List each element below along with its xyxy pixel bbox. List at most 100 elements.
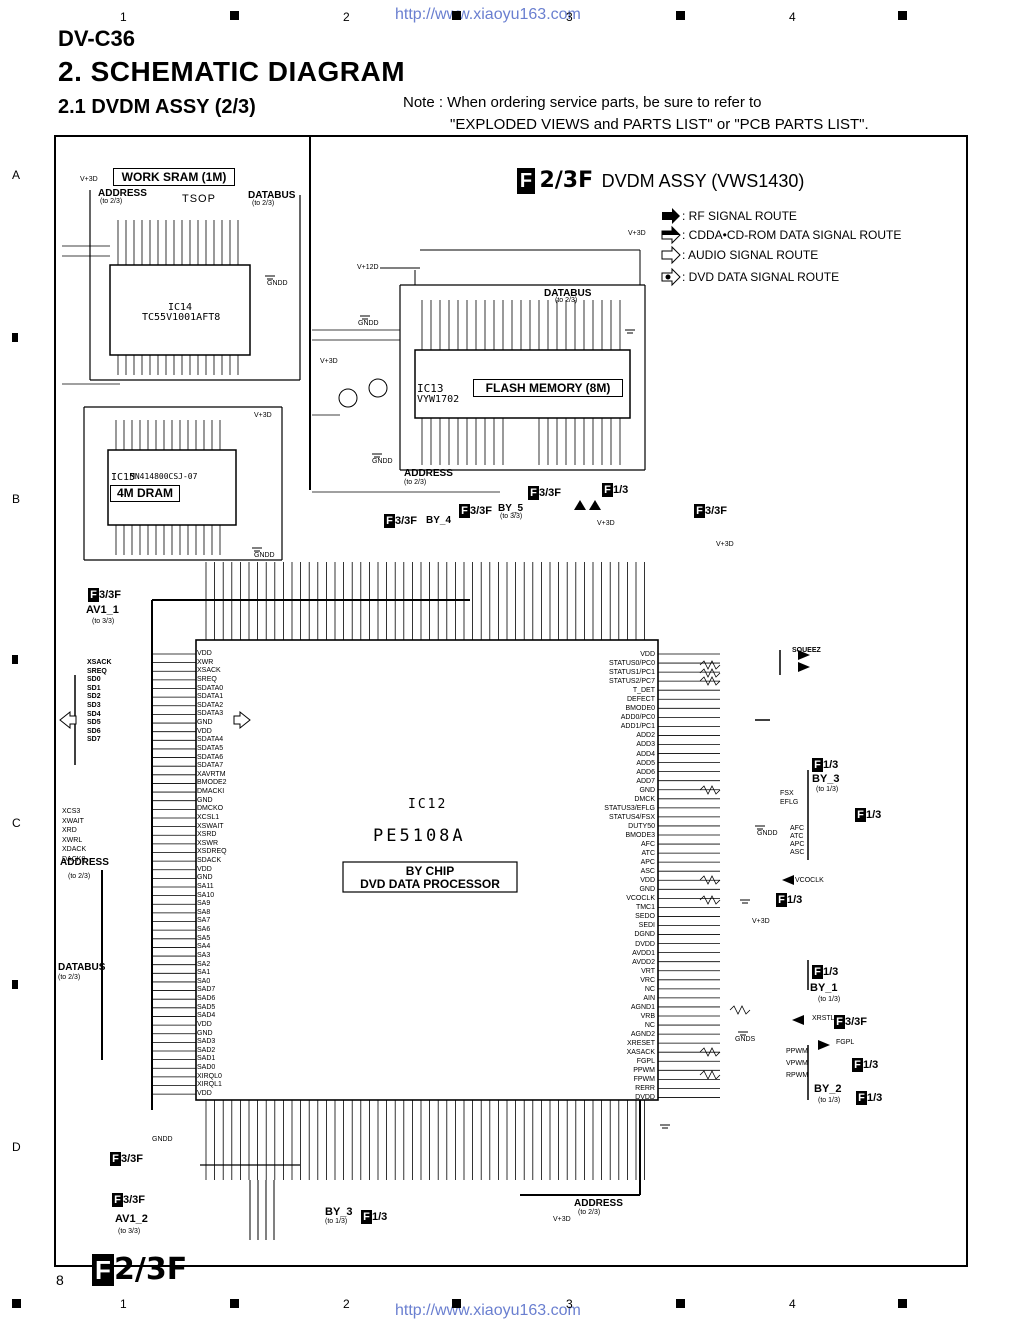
signal-afc: AFC <box>790 825 804 832</box>
power-gndd-sram: GNDD <box>267 280 288 287</box>
legend-icons <box>661 208 681 287</box>
f-badge-icon: F <box>776 893 787 907</box>
sram-block-label: WORK SRAM (1M) <box>113 168 235 186</box>
ic14-ref: IC14 <box>168 302 193 313</box>
assy-name: DVDM ASSY (VWS1430) <box>601 171 805 191</box>
connector-by3-bottom: BY_3 <box>325 1206 353 1218</box>
ic12-right-pin: BMODE0 <box>625 705 655 713</box>
ic12-left-pin: SA3 <box>197 951 211 959</box>
legend-audio: : AUDIO SIGNAL ROUTE <box>682 248 819 262</box>
ic12-right-pin: AGND2 <box>630 1030 655 1038</box>
grid-col-3: 3 <box>566 10 573 24</box>
signal-asc: ASC <box>790 849 805 856</box>
page-number: 8 <box>56 1272 64 1288</box>
flash-block-label: FLASH MEMORY (8M) <box>473 379 623 397</box>
ic12-left-pin: VDD <box>197 727 212 735</box>
ic12-right-pin: DMCK <box>634 795 655 803</box>
ic12-right-pin: ADD1/PC1 <box>620 723 655 731</box>
ic13-part: VYW1702 <box>417 394 460 405</box>
signal-fgpl: FGPL <box>836 1039 855 1046</box>
ic12-left-pin: SREQ <box>197 675 217 683</box>
databus-to-flash: (to 2/3) <box>555 297 578 304</box>
connector-by1-to: (to 1/3) <box>818 996 841 1003</box>
arrow-dot-icon <box>661 267 681 287</box>
ic12-left-pin: DMACKI <box>197 788 225 795</box>
f-badge-icon: F <box>602 483 613 497</box>
ic12-right-pin: ADD5 <box>636 759 655 767</box>
ic12-left-pin: SAD0 <box>197 1064 216 1071</box>
left-signal: SD6 <box>87 727 101 735</box>
ic12-right-pin: XASACK <box>626 1049 655 1057</box>
signal-rpwm: RPWM <box>786 1072 809 1079</box>
source-url-bottom: http://www.xiaoyu163.com <box>395 1302 581 1319</box>
ic12-right-pin: DEFECT <box>627 696 655 704</box>
databus-to-left: (to 2/3) <box>58 974 81 981</box>
grid-col-4-bottom: 4 <box>789 1297 796 1311</box>
ic12-left-pin: SDATA1 <box>197 693 224 701</box>
ic12-left-pin: SDATA2 <box>197 701 224 709</box>
grid-mark <box>12 655 18 664</box>
ic15-ref: IC15 <box>111 472 136 483</box>
ic12-left-pin: XWR <box>197 658 214 666</box>
left-lower-signal: XDACK <box>62 846 87 853</box>
ic12-left-pin: SDATA3 <box>197 710 224 718</box>
ic12-right-pin: ADD0/PC0 <box>620 714 655 722</box>
page-title: 2. SCHEMATIC DIAGRAM <box>58 56 406 87</box>
note-line-1: Note : When ordering service parts, be s… <box>403 94 762 111</box>
ic12-left-pin: XIRQL1 <box>197 1081 222 1089</box>
ic12-left-pin: GND <box>197 796 213 804</box>
power-v3d-bottom: V+3D <box>553 1216 571 1223</box>
f-badge-icon: F <box>856 1091 867 1105</box>
left-lower-signal: XWAIT <box>62 817 84 825</box>
ic12-left-pin: XCSL1 <box>197 813 220 821</box>
ic12-right-pin: RERR <box>635 1085 655 1093</box>
ic14-part: TC55V1001AFT8 <box>142 312 221 323</box>
f-badge-icon: F <box>528 486 539 500</box>
left-signal: SD5 <box>87 719 101 727</box>
ic12-ref: IC12 <box>408 797 448 812</box>
ic12-right-pin: AVDD2 <box>632 958 655 966</box>
address-bus-label: ADDRESS <box>98 188 147 199</box>
left-signal: SD7 <box>87 736 101 744</box>
legend-rf: : RF SIGNAL ROUTE <box>682 209 797 223</box>
dram-block-label: 4M DRAM <box>110 485 180 502</box>
connector-by3-to: (to 1/3) <box>816 786 839 793</box>
grid-mark <box>12 333 18 342</box>
f-badge-icon: F <box>852 1058 863 1072</box>
ic12-left-pin: SDATA4 <box>197 736 224 744</box>
power-gndd-q1: GNDD <box>372 458 393 465</box>
connector-by3-bottom-to: (to 1/3) <box>325 1218 348 1225</box>
ic12-left-pin: SAD1 <box>197 1055 216 1063</box>
transistor-q1b <box>368 378 388 398</box>
f-badge-icon: F <box>88 588 99 602</box>
ic12-right-pin: AIN <box>643 994 655 1002</box>
ic12-right-pin: DVDD <box>635 940 655 948</box>
f-badge-icon: F <box>459 504 470 518</box>
address-bus-to: (to 2/3) <box>100 198 123 205</box>
ic12-right-pin: SEDO <box>635 913 655 921</box>
ic12-left-pin: VDD <box>197 650 212 657</box>
connector-by5: BY_5 <box>498 503 524 514</box>
ic12-desc-line1: BY CHIP <box>405 864 455 878</box>
assy-badge-text: 2/3F <box>539 168 594 193</box>
ic12-right-pin: DUTY50 <box>628 822 655 830</box>
grid-mark <box>230 1299 239 1308</box>
ic12-right-pin: DGND <box>634 931 655 939</box>
ic12-left-pin: SA9 <box>197 900 211 908</box>
ic12-right-pin: GND <box>639 786 655 794</box>
connector-by3: BY_3 <box>812 773 840 785</box>
ic12-right-pin: PPWM <box>633 1067 655 1075</box>
power-v3d-flash: V+3D <box>628 230 646 237</box>
ic12-right-pin: AFC <box>641 840 655 848</box>
ic12-left-pin: GND <box>197 874 213 882</box>
